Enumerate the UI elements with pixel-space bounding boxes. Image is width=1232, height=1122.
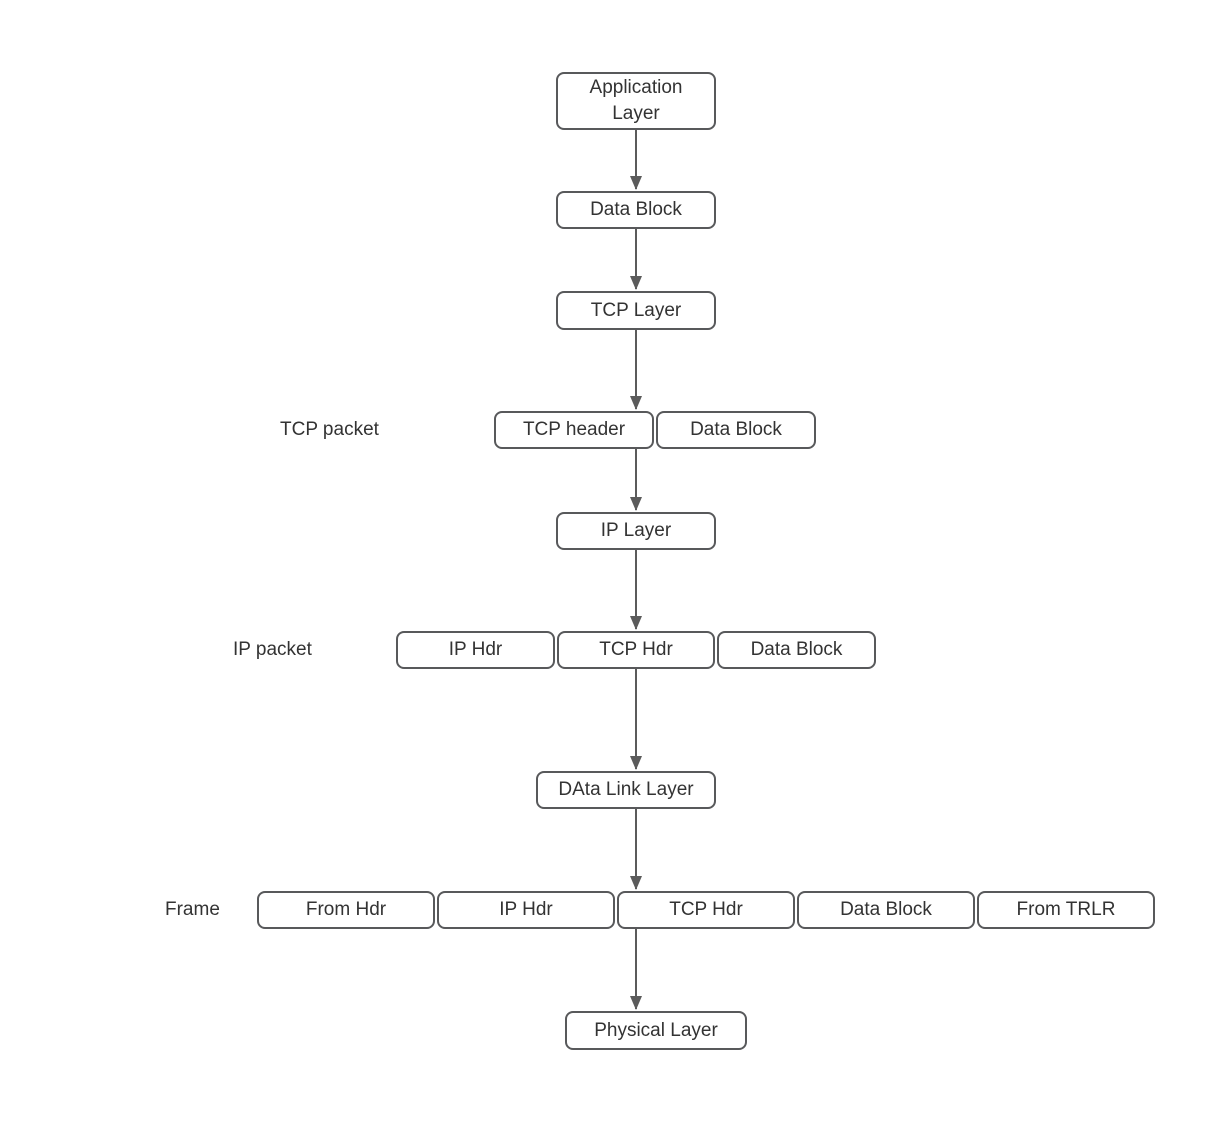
node-ip-layer: IP Layer xyxy=(556,512,716,550)
node-frame-from-trlr: From TRLR xyxy=(977,891,1155,929)
node-data-link-layer: DAta Link Layer xyxy=(536,771,716,809)
node-application-layer: Application Layer xyxy=(556,72,716,130)
node-tcp-hdr: TCP Hdr xyxy=(557,631,715,669)
label-frame: Frame xyxy=(165,899,220,920)
node-ip-packet-data-block: Data Block xyxy=(717,631,876,669)
node-frame-tcp-hdr: TCP Hdr xyxy=(617,891,795,929)
node-tcp-header: TCP header xyxy=(494,411,654,449)
node-physical-layer: Physical Layer xyxy=(565,1011,747,1050)
node-ip-hdr: IP Hdr xyxy=(396,631,555,669)
label-tcp-packet: TCP packet xyxy=(280,419,379,440)
node-data-block: Data Block xyxy=(556,191,716,229)
label-ip-packet: IP packet xyxy=(233,639,312,660)
node-tcp-layer: TCP Layer xyxy=(556,291,716,330)
node-tcp-packet-data-block: Data Block xyxy=(656,411,816,449)
node-frame-ip-hdr: IP Hdr xyxy=(437,891,615,929)
node-frame-data-block: Data Block xyxy=(797,891,975,929)
node-frame-from-hdr: From Hdr xyxy=(257,891,435,929)
